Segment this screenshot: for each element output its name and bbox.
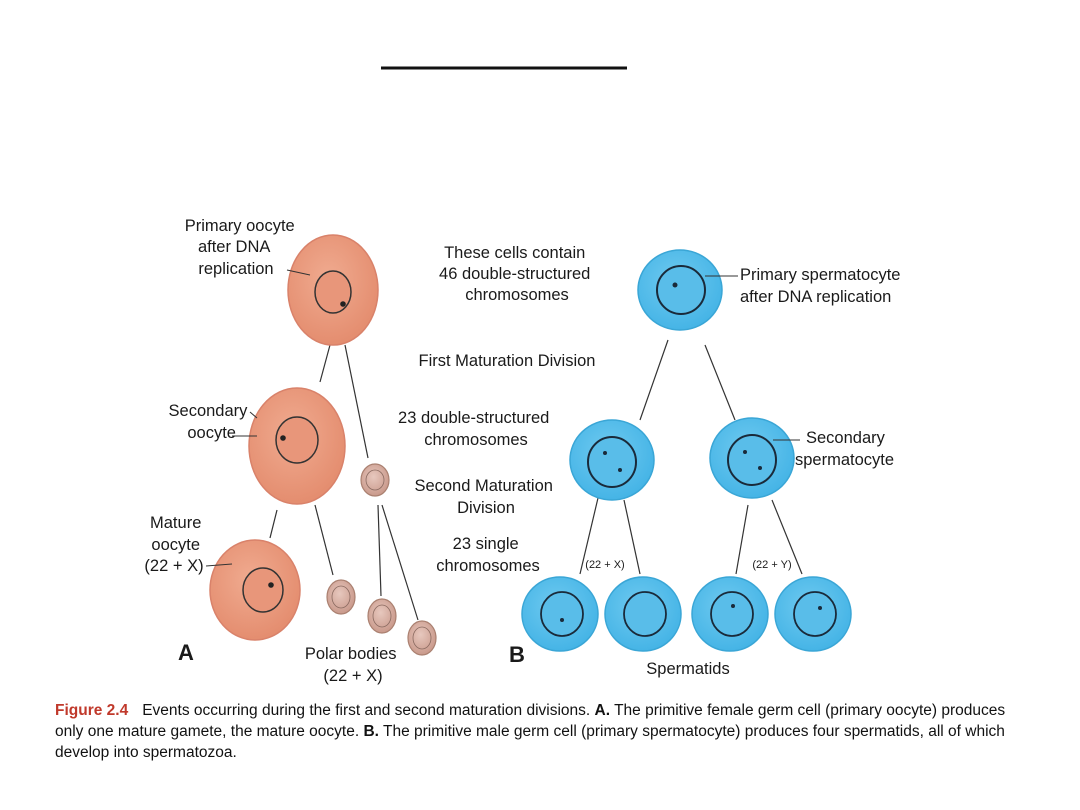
caption-text-2: The primitive female germ cell (primary … (55, 702, 1006, 740)
spermatid-cell (604, 576, 682, 652)
primary-oocyte-cell (287, 234, 379, 346)
karyotype-x-label: (22 + X) (585, 559, 624, 571)
spermatids-label: Spermatids (646, 660, 729, 678)
connector-line (623, 499, 641, 575)
caption-text-1: Events occurring during the first and se… (142, 702, 595, 719)
secondary-oocyte-label: Secondary oocyte (169, 402, 252, 442)
connector-line (639, 339, 669, 421)
second-maturation-division-label: Second Maturation Division (414, 477, 557, 517)
polar-body-cell (326, 579, 356, 615)
mature-oocyte-label: Mature oocyte (22 + X) (144, 514, 206, 575)
secondary-spermatocyte-cell (709, 417, 795, 499)
figure-number: Figure 2.4 (55, 702, 129, 719)
connector-line (704, 344, 736, 421)
connector-line (377, 504, 382, 597)
spermatid-cell (521, 576, 599, 652)
caption-text-3: The primitive male germ cell (primary sp… (55, 723, 1005, 761)
primary-spermatocyte-cell (637, 249, 723, 331)
spermatid-cell (774, 576, 852, 652)
panel-b-spermatogenesis (521, 249, 852, 652)
polar-body-cell (407, 620, 437, 656)
karyotype-y-label: (22 + Y) (752, 559, 791, 571)
connector-line (319, 344, 331, 383)
polar-bodies-label: Polar bodies (22 + X) (305, 645, 401, 685)
first-maturation-division-label: First Maturation Division (419, 352, 596, 370)
connector-line (314, 504, 334, 576)
connector-line (579, 497, 599, 575)
connector-line (771, 499, 803, 575)
caption-panel-a: A. (594, 702, 611, 719)
figure-caption: Figure 2.4 Events occurring during the fi… (55, 700, 1035, 763)
primary-spermatocyte-label: Primary spermatocyte after DNA replicati… (740, 266, 905, 306)
connector-line (735, 504, 749, 575)
single-chromosomes-23-label: 23 single chromosomes (436, 535, 540, 575)
secondary-spermatocyte-label: Secondary spermatocyte (795, 429, 894, 469)
panel-a-oogenesis (205, 234, 437, 656)
connector-line (381, 504, 419, 621)
primary-oocyte-label: Primary oocyte after DNA replication (185, 217, 300, 278)
mature-oocyte-cell (209, 539, 301, 641)
leader-line (286, 269, 311, 276)
polar-body-cell (360, 463, 390, 497)
double-structured-23-label: 23 double-structured chromosomes (398, 409, 554, 449)
leader-line (205, 563, 233, 567)
panel-b-label: B (509, 642, 525, 667)
connector-line (269, 509, 278, 539)
connector-line (344, 344, 369, 459)
secondary-oocyte-cell (248, 387, 346, 505)
caption-panel-b: B. (363, 723, 379, 740)
leader-line (249, 411, 258, 419)
spermatid-cell (691, 576, 769, 652)
polar-body-cell (367, 598, 397, 634)
cells-contain-label: These cells contain 46 double-structured… (439, 244, 595, 304)
secondary-spermatocyte-cell (569, 419, 655, 501)
panel-a-label: A (178, 640, 194, 665)
